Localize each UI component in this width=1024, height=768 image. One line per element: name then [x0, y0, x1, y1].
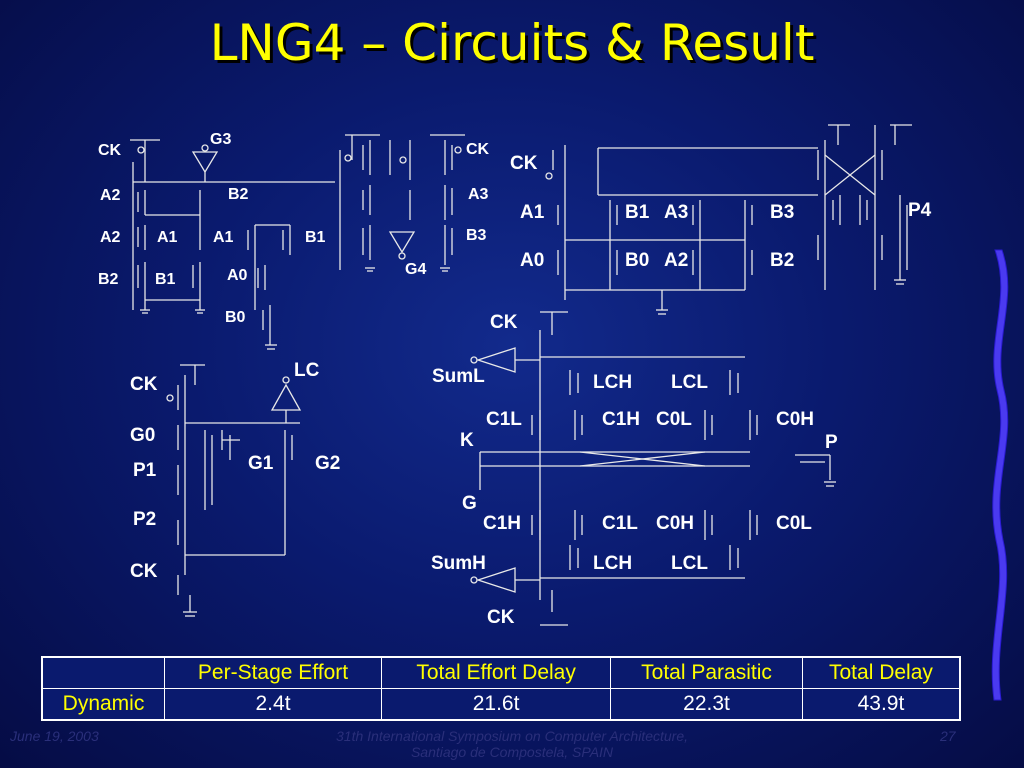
- label-a2: A2: [664, 250, 688, 271]
- page-title: LNG4 – Circuits & Result: [209, 14, 815, 72]
- table-header-row: Per-Stage Effort Total Effort Delay Tota…: [41, 656, 961, 689]
- label-lcl: LCL: [671, 553, 708, 574]
- label-c1l: C1L: [602, 513, 638, 534]
- footer-location: Santiago de Compostela, SPAIN: [410, 744, 614, 760]
- label-sumh: SumH: [431, 553, 486, 574]
- label-p2: P2: [133, 509, 156, 530]
- label-lch: LCH: [593, 553, 632, 574]
- label-lch: LCH: [593, 372, 632, 393]
- footer-date: June 19, 2003: [10, 728, 99, 744]
- label-p: P: [825, 432, 838, 453]
- label-ck: CK: [466, 141, 490, 158]
- label-suml: SumL: [432, 366, 485, 387]
- table-cell: 43.9t: [801, 688, 961, 721]
- label-g2: G2: [315, 453, 340, 474]
- label-ck: CK: [510, 153, 538, 174]
- table-corner-cell: [41, 656, 165, 689]
- column-header: Total Delay: [801, 656, 961, 689]
- label-a1: A1: [520, 202, 545, 223]
- label-p4: P4: [908, 200, 932, 221]
- label-lc: LC: [294, 360, 320, 381]
- label-a3: A3: [468, 186, 489, 203]
- label-a1: A1: [157, 229, 178, 246]
- label-b2: B2: [770, 250, 794, 271]
- footer-conference-name: 31th International Symposium on Computer…: [336, 728, 688, 744]
- decorative-ribbon: [991, 249, 1009, 701]
- label-b1: B1: [155, 271, 176, 288]
- results-table: Per-Stage Effort Total Effort Delay Tota…: [41, 656, 961, 721]
- label-b1: B1: [305, 229, 326, 246]
- label-a3: A3: [664, 202, 688, 223]
- circuit-bottom-right: [470, 311, 836, 626]
- label-b0: B0: [225, 309, 246, 326]
- label-a1: A1: [213, 229, 234, 246]
- table-cell: 21.6t: [381, 688, 612, 721]
- column-header: Total Effort Delay: [381, 656, 612, 689]
- label-ck: CK: [487, 607, 515, 628]
- label-c0l: C0L: [656, 409, 692, 430]
- label-b3: B3: [770, 202, 794, 223]
- label-b2: B2: [228, 186, 249, 203]
- circuit-bottom-right-labels: CK SumL LCH LCL C1L C1H C0L C0H K P G C1…: [431, 312, 838, 628]
- circuit-bottom-left: [166, 364, 302, 617]
- label-ck: CK: [98, 142, 122, 159]
- label-c1l: C1L: [486, 409, 522, 430]
- label-b0: B0: [625, 250, 649, 271]
- label-g3: G3: [210, 131, 231, 148]
- table-cell: 22.3t: [610, 688, 803, 721]
- column-header: Total Parasitic: [610, 656, 803, 689]
- label-ck: CK: [130, 561, 158, 582]
- label-g4: G4: [405, 261, 426, 278]
- label-g0: G0: [130, 425, 155, 446]
- table-row: Dynamic 2.4t 21.6t 22.3t 43.9t: [41, 688, 961, 721]
- circuit-top-left-labels: CK G3 A2 B2 A2 A1 A1 B1 B2 B1 A0 B0 CK A…: [98, 131, 490, 326]
- label-c0h: C0H: [776, 409, 814, 430]
- label-b2: B2: [98, 271, 119, 288]
- table-cell: 2.4t: [163, 688, 383, 721]
- circuit-top-right-labels: CK A1 B1 A3 B3 P4 A0 B0 A2 B2: [510, 153, 932, 271]
- label-c0h: C0H: [656, 513, 694, 534]
- label-a0: A0: [227, 267, 248, 284]
- label-c1h: C1H: [483, 513, 521, 534]
- circuit-top-left: [130, 134, 465, 350]
- label-g1: G1: [248, 453, 274, 474]
- label-b3: B3: [466, 227, 487, 244]
- footer-conference: 31th International Symposium on Computer…: [0, 728, 1024, 760]
- label-c0l: C0L: [776, 513, 812, 534]
- circuit-top-right: [545, 124, 912, 315]
- circuit-bottom-left-labels: CK LC G0 P1 G1 G2 P2 CK: [130, 360, 340, 582]
- column-header: Per-Stage Effort: [163, 656, 383, 689]
- label-a2: A2: [100, 187, 121, 204]
- label-k: K: [460, 430, 474, 451]
- label-g: G: [462, 493, 477, 514]
- label-p1: P1: [133, 460, 157, 481]
- label-ck: CK: [130, 374, 158, 395]
- label-a2: A2: [100, 229, 121, 246]
- footer-page-number: 27: [940, 728, 956, 744]
- label-ck: CK: [490, 312, 518, 333]
- label-a0: A0: [520, 250, 544, 271]
- row-header: Dynamic: [41, 688, 165, 721]
- label-lcl: LCL: [671, 372, 708, 393]
- label-b1: B1: [625, 202, 650, 223]
- label-c1h: C1H: [602, 409, 640, 430]
